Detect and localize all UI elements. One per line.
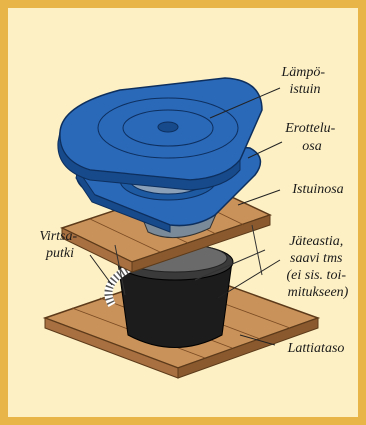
label-istuinosa: Istuinosa — [291, 182, 343, 197]
label-lampoistuin: Lämpö- istuin — [280, 65, 328, 97]
label-lampoistuin-line2: istuin — [289, 82, 320, 97]
label-virtsaputki: Virtsa- putki — [39, 229, 80, 261]
heated-seat — [57, 77, 263, 191]
label-lattiataso-line1: Lattiataso — [287, 341, 345, 356]
label-virtsaputki-line1: Virtsa- — [39, 229, 77, 244]
label-erotteluosa: Erottelu- osa — [284, 121, 339, 154]
label-lampoistuin-line1: Lämpö- — [280, 65, 325, 80]
label-erotteluosa-line2: osa — [302, 139, 321, 154]
label-erotteluosa-line1: Erottelu- — [284, 121, 335, 136]
label-jateastia-line3: (ei sis. toi- — [287, 268, 347, 283]
label-jateastia-line2: saavi tms — [290, 251, 343, 266]
label-lattiataso: Lattiataso — [287, 341, 345, 356]
leader-lines — [89, 87, 283, 346]
label-istuinosa-line1: Istuinosa — [291, 182, 343, 197]
dimension-lines — [114, 224, 266, 296]
label-jateastia: Jäteastia, saavi tms (ei sis. toi- mituk… — [287, 234, 350, 300]
label-jateastia-line4: mitukseen) — [288, 285, 349, 300]
label-virtsaputki-line2: putki — [45, 246, 74, 261]
label-jateastia-line1: Jäteastia, — [289, 234, 343, 249]
